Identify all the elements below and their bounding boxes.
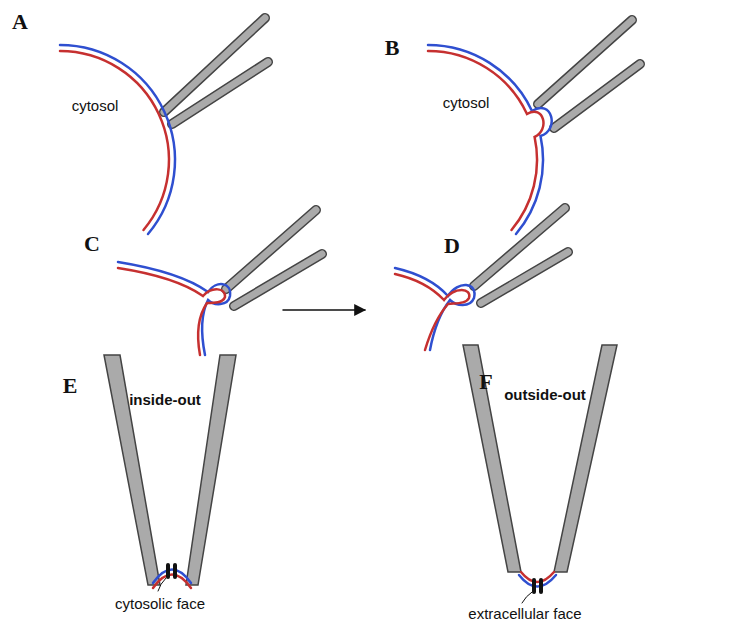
face-label: extracellular face [468, 605, 581, 622]
pipette [226, 210, 322, 306]
patch-membrane-inner [153, 575, 191, 589]
ion-channel [166, 563, 177, 579]
configuration-label: inside-out [129, 391, 201, 408]
membrane-outer [428, 45, 552, 234]
leader-line [522, 592, 532, 603]
membrane-inner [118, 268, 225, 355]
progression-arrow [283, 309, 365, 311]
panel-letter: E [63, 373, 78, 398]
leader-line [158, 578, 166, 591]
panel-letter: D [444, 233, 460, 258]
configuration-label: outside-out [504, 386, 586, 403]
panel-letter: C [84, 231, 100, 256]
membrane-inner [60, 51, 169, 230]
membrane-outer [60, 45, 175, 234]
membrane-inner [395, 274, 469, 350]
patch-membrane-outer [519, 575, 556, 587]
panel-letter: B [385, 35, 400, 60]
membrane-outer [395, 268, 475, 350]
pipette [463, 345, 617, 572]
membrane-inner [428, 51, 543, 230]
panel-letter: F [479, 369, 492, 394]
face-label: cytosolic face [115, 595, 205, 612]
membrane-outer [118, 262, 230, 355]
region-label: cytosol [443, 94, 490, 111]
region-label: cytosol [72, 97, 119, 114]
ion-channel [532, 578, 543, 594]
pipette [164, 18, 268, 124]
pipette [474, 208, 568, 303]
pipette [538, 20, 640, 128]
panel-letter: A [12, 9, 28, 34]
pipette [104, 355, 236, 585]
